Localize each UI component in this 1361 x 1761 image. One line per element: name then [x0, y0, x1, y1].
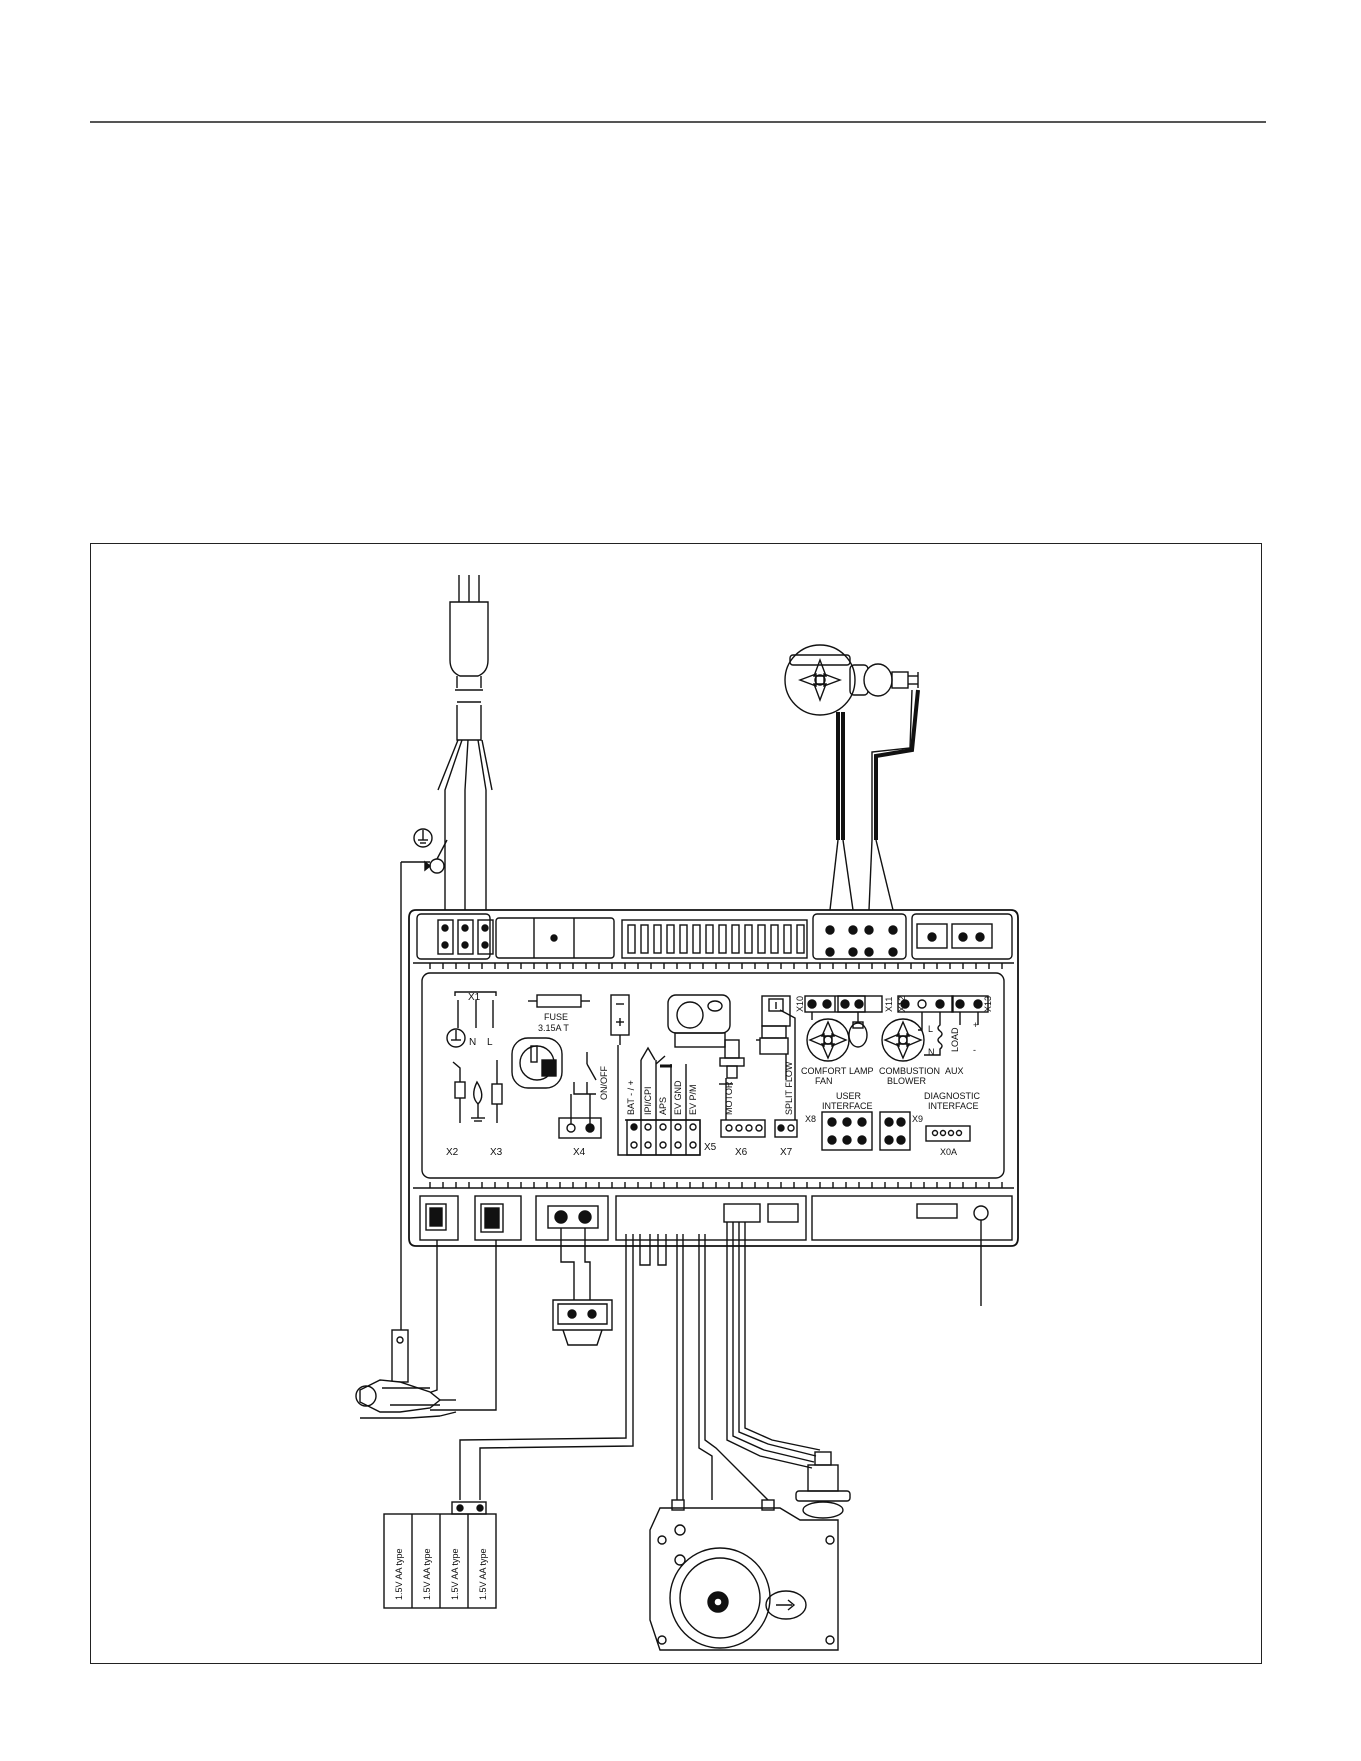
- aux-plus-label: +: [973, 1020, 978, 1030]
- battery-cell-1-label: 1.5V AA type: [394, 1548, 404, 1600]
- ipi-cpi-label: IPI/CPI: [643, 1086, 653, 1115]
- x2-label: X2: [446, 1147, 459, 1158]
- x3-label: X3: [490, 1147, 503, 1158]
- x4-label: X4: [573, 1147, 586, 1158]
- onoff-label: ON/OFF: [599, 1066, 609, 1100]
- blower-label: BLOWER: [887, 1076, 927, 1086]
- lamp-label: LAMP: [849, 1066, 874, 1076]
- lamp-icon: [864, 664, 918, 696]
- fan-label: FAN: [815, 1076, 833, 1086]
- x10-label: X10: [795, 996, 805, 1012]
- user-interface-label: INTERFACE: [822, 1101, 873, 1111]
- fan-lamp-wires: [830, 690, 918, 910]
- aux-l-label: L: [928, 1024, 933, 1034]
- aps-label: APS: [658, 1097, 668, 1115]
- bat-label: BAT - / +: [626, 1080, 636, 1115]
- motor-label: MOTOR: [724, 1081, 734, 1115]
- x11-label: X11: [884, 997, 894, 1012]
- fuse-label: FUSE: [544, 1012, 568, 1022]
- battery-cell-2-label: 1.5V AA type: [422, 1548, 432, 1600]
- battery-cell-4-label: 1.5V AA type: [478, 1548, 488, 1600]
- x1-n-label: N: [469, 1037, 476, 1048]
- x13-label: X13: [983, 996, 993, 1012]
- x9-label: X9: [912, 1114, 923, 1124]
- onoff-rocker-switch-icon: [553, 1300, 612, 1345]
- battery-cell-3-label: 1.5V AA type: [450, 1548, 460, 1600]
- diagnostic-interface-label: INTERFACE: [928, 1101, 979, 1111]
- load-label: LOAD: [950, 1027, 960, 1052]
- aux-label: AUX: [945, 1066, 964, 1076]
- ev-gnd-label: EV GND: [673, 1080, 683, 1115]
- split-flow-label: SPLIT FLOW: [784, 1061, 794, 1115]
- x1-l-label: L: [487, 1037, 493, 1048]
- power-cord-wires: [438, 740, 492, 910]
- lower-wiring: [420, 1220, 981, 1500]
- x1-label: X1: [468, 992, 481, 1003]
- x7-label: X7: [780, 1147, 793, 1158]
- control-board: [409, 910, 1018, 1246]
- aux-n-label: N: [928, 1047, 935, 1057]
- combustion-label: COMBUSTION: [879, 1066, 940, 1076]
- x8-label: X8: [805, 1114, 816, 1124]
- fuse-rating-label: 3.15A T: [538, 1023, 569, 1033]
- x6-label: X6: [735, 1147, 748, 1158]
- ev-pm-label: EV P/M: [688, 1084, 698, 1115]
- pilot-assembly-icon: [356, 1330, 456, 1418]
- x12-label: X12: [897, 996, 907, 1012]
- user-label: USER: [836, 1091, 862, 1101]
- comfort-fan-icon: [785, 645, 868, 715]
- comfort-label: COMFORT: [801, 1066, 847, 1076]
- diagnostic-label: DIAGNOSTIC: [924, 1091, 981, 1101]
- aux-minus-label: -: [973, 1045, 976, 1055]
- x5-label: X5: [704, 1142, 717, 1153]
- x0a-label: X0A: [940, 1147, 957, 1157]
- power-plug-icon: [450, 575, 488, 740]
